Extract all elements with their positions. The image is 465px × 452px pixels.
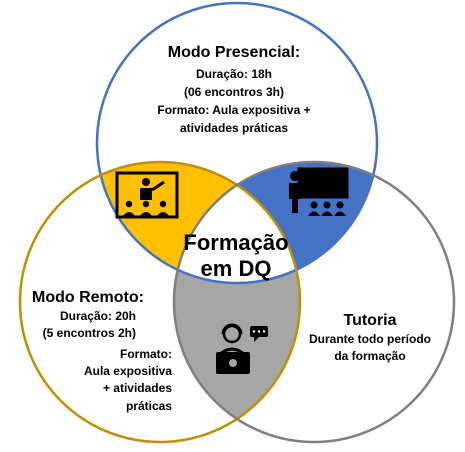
online-learner-laptop-icon: [216, 323, 268, 374]
remoto-circle: [18, 160, 302, 444]
remoto-title: Modo Remoto:: [32, 289, 144, 306]
remoto-duration-line: Duração: 20h: [60, 309, 136, 323]
tutoria-title: Tutoria: [343, 312, 396, 329]
center-title-line1: Formação: [183, 230, 288, 255]
overlap-center: [174, 162, 300, 283]
remoto-format-line: práticas: [126, 399, 172, 413]
remoto-duration-line: (5 encontros 2h): [43, 326, 136, 340]
presencial-line: Formato: Aula expositiva +: [157, 103, 310, 117]
presencial-line: atividades práticas: [180, 121, 288, 135]
presencial-circle: [95, 1, 379, 285]
center-title-line2: em DQ: [201, 256, 272, 281]
remoto-format-line: Formato:: [120, 347, 172, 361]
tutoria-line: Durante todo período: [309, 332, 431, 346]
presencial-line: Duração: 18h: [196, 67, 272, 81]
remoto-format-line: Aula expositiva: [84, 364, 172, 378]
remoto-format-line: + atividades: [103, 381, 172, 395]
presencial-title: Modo Presencial:: [168, 44, 300, 61]
tutoria-line: da formação: [334, 349, 405, 363]
classroom-presentation-icon: [115, 171, 179, 219]
teacher-board-icon: [289, 167, 349, 216]
presencial-line: (06 encontros 3h): [184, 85, 284, 99]
tutoria-circle: [172, 160, 456, 444]
